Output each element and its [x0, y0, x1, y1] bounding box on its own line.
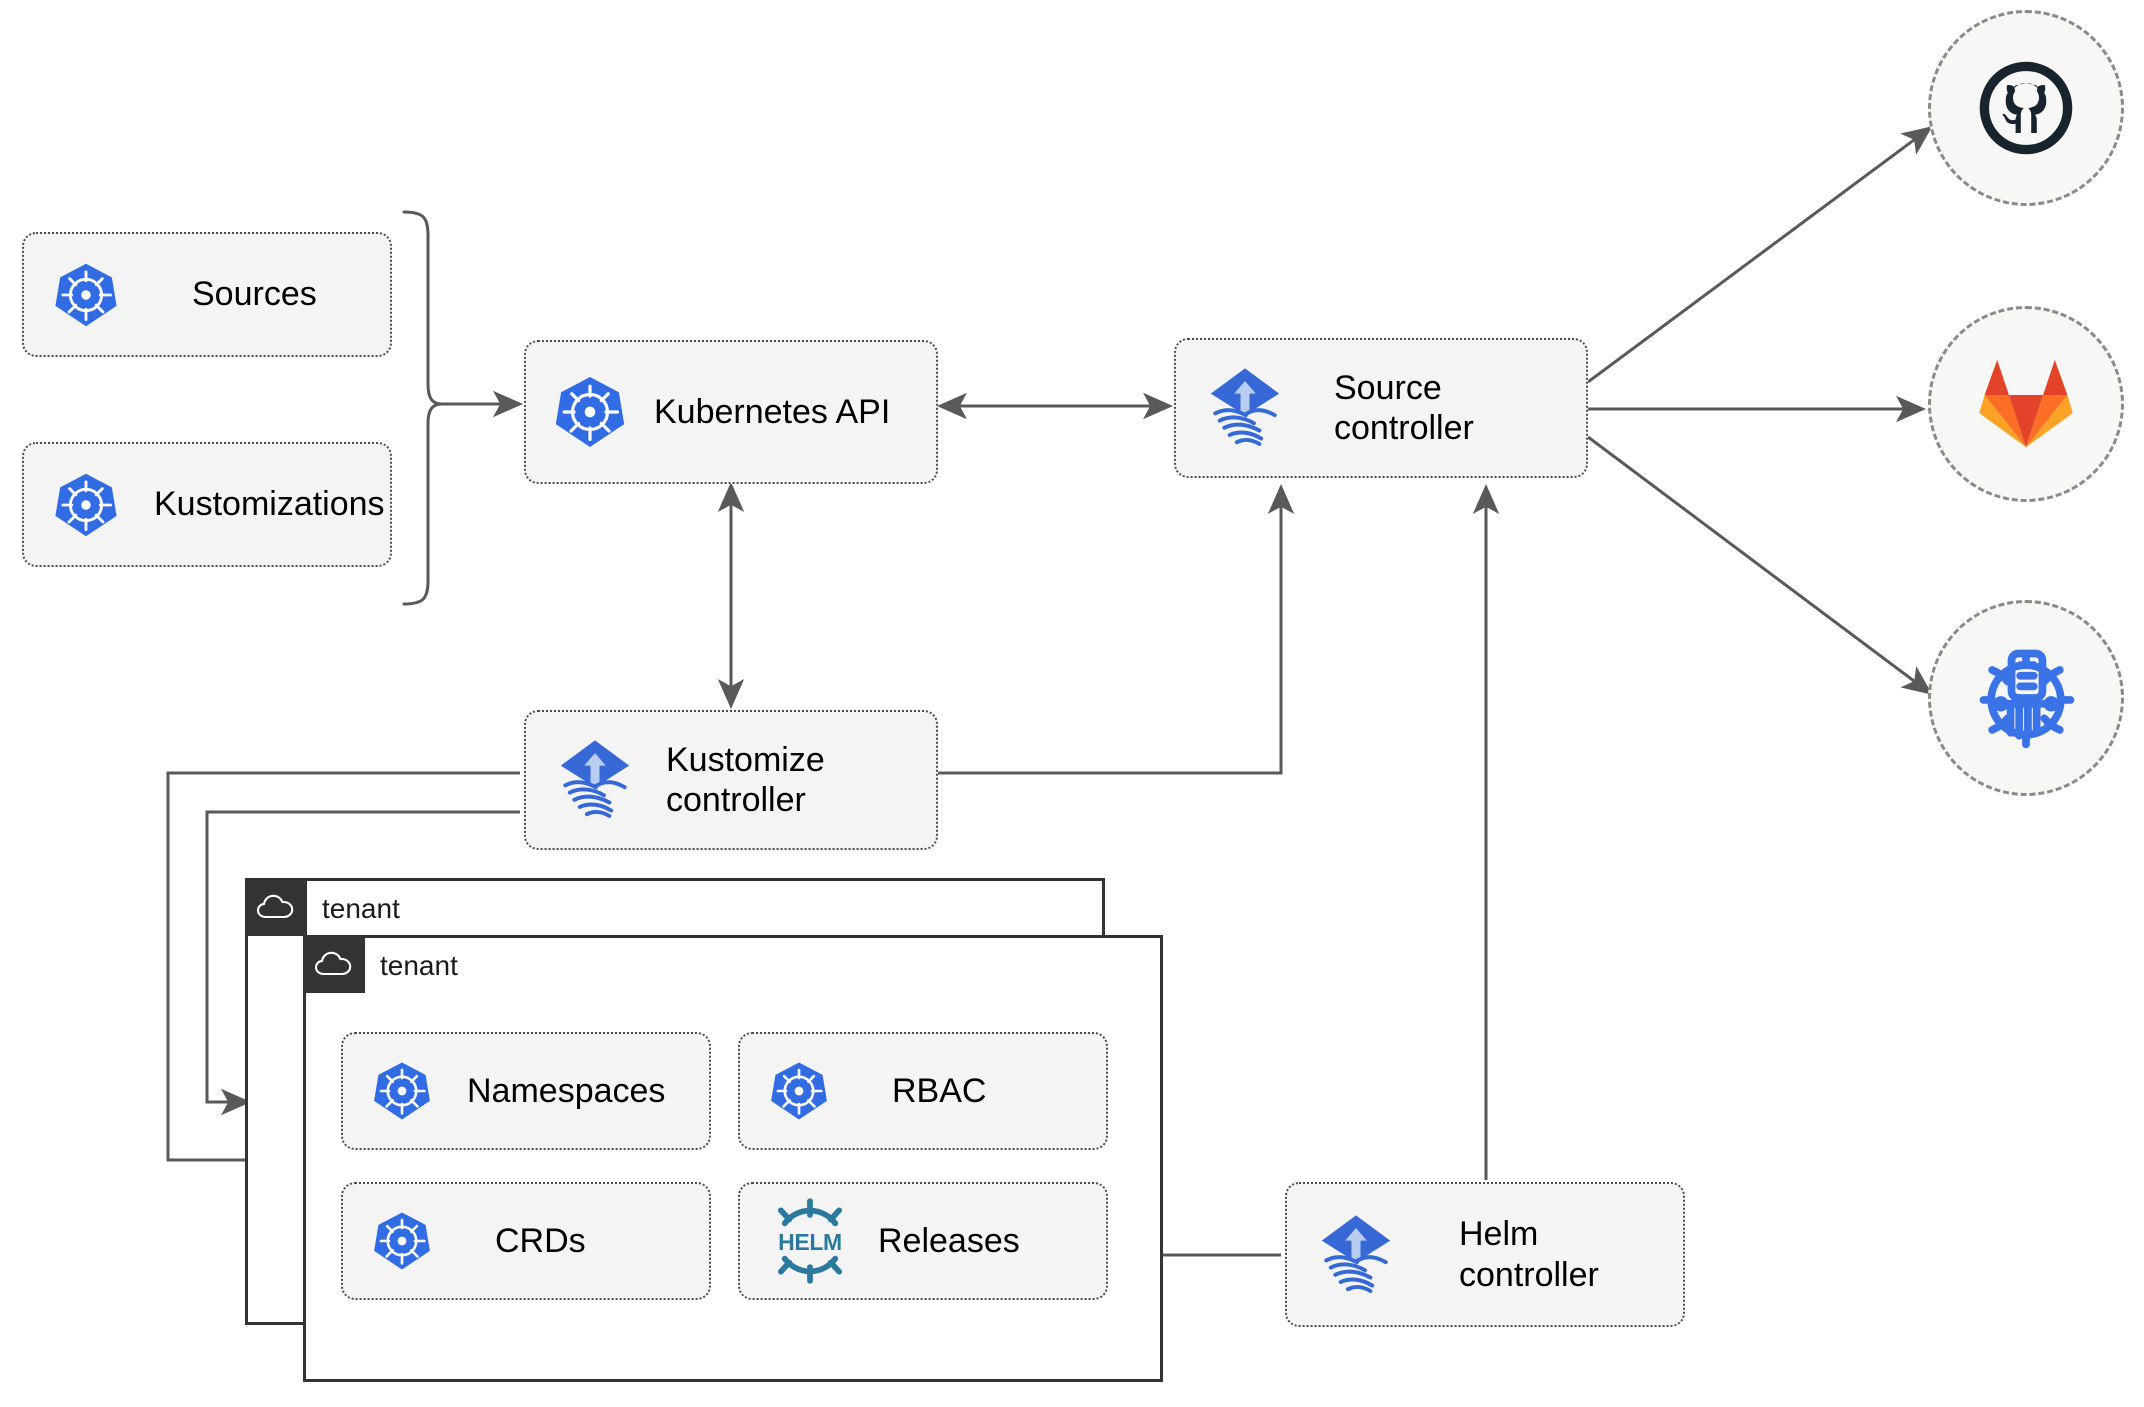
- node-label: Kubernetes API: [654, 392, 891, 431]
- helm-repository-icon: [1979, 649, 2075, 749]
- repo-helm-repository[interactable]: [1928, 600, 2124, 796]
- cloud-icon: [257, 894, 294, 919]
- edge-source-to-helm-repo: [1587, 435, 1933, 695]
- svg-text:HELM: HELM: [778, 1229, 842, 1255]
- node-rbac[interactable]: RBAC: [738, 1032, 1108, 1150]
- kubernetes-icon: [52, 471, 120, 539]
- kubernetes-icon: [371, 1060, 433, 1122]
- node-sources[interactable]: Sources: [22, 232, 392, 357]
- cloud-icon: [315, 951, 352, 976]
- resources-bracket: [402, 210, 443, 606]
- node-releases[interactable]: HELM Releases: [738, 1182, 1108, 1300]
- tenant-label-back: tenant: [322, 893, 400, 924]
- flux-icon: [1311, 1210, 1401, 1300]
- flux-icon: [1200, 363, 1290, 453]
- kubernetes-icon: [768, 1060, 830, 1122]
- tenant-tab-front[interactable]: [303, 935, 365, 993]
- kubernetes-icon: [552, 374, 628, 450]
- node-label: Kustomizations: [154, 485, 385, 524]
- tenant-tab-back[interactable]: [245, 878, 307, 936]
- repo-gitlab[interactable]: [1928, 306, 2124, 502]
- node-label: Namespaces: [467, 1071, 666, 1110]
- kubernetes-icon: [371, 1210, 433, 1272]
- node-label: Helm controller: [1459, 1215, 1599, 1294]
- node-label: Kustomize controller: [666, 740, 825, 819]
- helm-icon: HELM: [764, 1198, 856, 1284]
- edge-source-to-github: [1587, 126, 1933, 384]
- kubernetes-icon: [52, 261, 120, 329]
- node-kustomize-controller[interactable]: Kustomize controller: [524, 710, 938, 850]
- node-helm-controller[interactable]: Helm controller: [1285, 1182, 1685, 1327]
- repo-github[interactable]: [1928, 10, 2124, 206]
- edge-kustomize-to-source: [938, 484, 1295, 775]
- node-label: Sources: [192, 275, 317, 314]
- flux-icon: [550, 735, 640, 825]
- tenant-container-front: [303, 935, 1163, 1382]
- edge-kustomize-to-tenant-front: [205, 810, 520, 1116]
- github-icon: [1979, 61, 2073, 155]
- node-source-controller[interactable]: Source controller: [1174, 338, 1588, 478]
- node-label: Releases: [878, 1221, 1020, 1260]
- gitlab-icon: [1979, 359, 2073, 448]
- node-kubernetes-api[interactable]: Kubernetes API: [524, 340, 938, 484]
- node-label: RBAC: [892, 1071, 987, 1110]
- node-label: Source controller: [1334, 368, 1474, 447]
- node-kustomizations[interactable]: Kustomizations: [22, 442, 392, 567]
- edge-kustomize-to-tenant-back: [166, 771, 520, 1174]
- node-crds[interactable]: CRDs: [341, 1182, 711, 1300]
- node-label: CRDs: [495, 1221, 586, 1260]
- tenant-label-front: tenant: [380, 950, 458, 981]
- node-namespaces[interactable]: Namespaces: [341, 1032, 711, 1150]
